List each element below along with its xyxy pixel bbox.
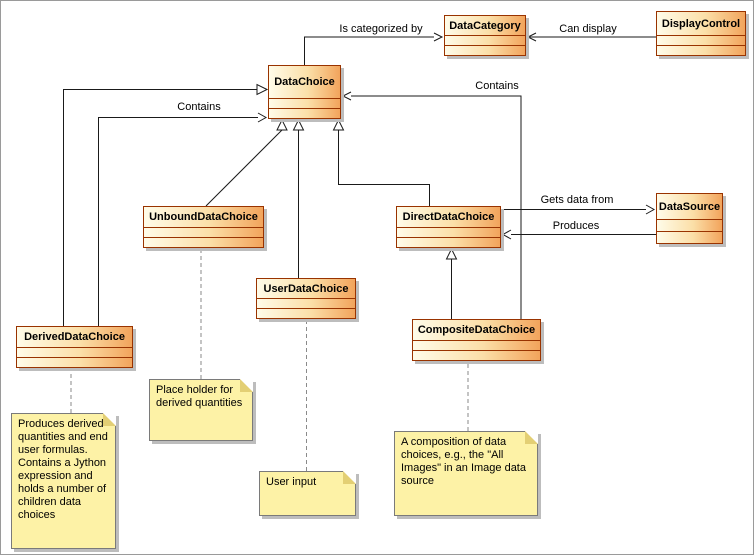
- arrow-open-produces: [501, 229, 512, 240]
- operations-compartment: [257, 308, 355, 318]
- class-datasource[interactable]: DataSource: [656, 193, 723, 244]
- class-title-datacategory: DataCategory: [449, 19, 521, 32]
- note-user-input[interactable]: User input: [259, 471, 356, 516]
- triangle-generalization-direct: [332, 118, 345, 131]
- class-title-datasource: DataSource: [658, 200, 721, 213]
- arrow-open-can-display: [526, 32, 537, 42]
- class-title-deriveddatachoice: DerivedDataChoice: [24, 331, 125, 343]
- note-placeholder-derived-quantities[interactable]: Place holder for derived quantities: [149, 379, 253, 441]
- edge-label-can-display: Can display: [559, 23, 617, 35]
- edge-label-produces: Produces: [552, 220, 600, 232]
- arrow-open-contains-top: [341, 91, 352, 101]
- attributes-compartment: [269, 98, 340, 108]
- operations-compartment: [269, 108, 340, 118]
- operations-compartment: [445, 45, 525, 55]
- operations-compartment: [17, 357, 132, 367]
- triangle-generalization-composite: [445, 247, 458, 260]
- class-displaycontrol[interactable]: DisplayControl: [656, 11, 746, 56]
- operations-compartment: [144, 237, 263, 247]
- arrow-open-is-categorized-by: [433, 32, 444, 42]
- attributes-compartment: [657, 35, 745, 45]
- class-directdatachoice[interactable]: DirectDataChoice: [396, 206, 501, 248]
- edge-is-categorized-by: [304, 36, 434, 65]
- attributes-compartment: [445, 35, 525, 45]
- note-derived-datachoice-description[interactable]: Produces derived quantities and end user…: [11, 413, 116, 549]
- edge-contains-left: [98, 117, 258, 326]
- attributes-compartment: [257, 298, 355, 308]
- operations-compartment: [657, 45, 745, 55]
- class-userdatachoice[interactable]: UserDataChoice: [256, 278, 356, 319]
- class-title-directdatachoice: DirectDataChoice: [402, 211, 495, 223]
- edge-label-is-categorized-by: Is categorized by: [339, 23, 423, 35]
- attributes-compartment: [397, 227, 500, 237]
- attributes-compartment: [413, 340, 540, 350]
- attributes-compartment: [657, 219, 722, 231]
- triangle-generalization-user: [292, 118, 305, 131]
- attributes-compartment: [17, 347, 132, 357]
- attributes-compartment: [144, 227, 263, 237]
- class-title-compositedatachoice: CompositeDataChoice: [417, 324, 536, 336]
- class-datacategory[interactable]: DataCategory: [444, 15, 526, 56]
- arrow-open-contains-left: [257, 112, 268, 123]
- class-title-datachoice: DataChoice: [274, 76, 335, 88]
- operations-compartment: [397, 237, 500, 247]
- class-title-userdatachoice: UserDataChoice: [263, 282, 349, 295]
- class-title-displaycontrol: DisplayControl: [661, 17, 741, 30]
- class-compositedatachoice[interactable]: CompositeDataChoice: [412, 319, 541, 361]
- note-composite-description[interactable]: A composition of data choices, e.g., the…: [394, 431, 538, 516]
- class-title-unbounddatachoice: UnboundDataChoice: [149, 211, 258, 223]
- edge-generalization-direct: [338, 130, 430, 206]
- edge-label-contains-left: Contains: [177, 101, 221, 113]
- operations-compartment: [413, 350, 540, 360]
- triangle-generalization-unbound: [276, 118, 288, 131]
- operations-compartment: [657, 231, 722, 243]
- class-deriveddatachoice[interactable]: DerivedDataChoice: [16, 326, 133, 368]
- edge-label-gets-data-from: Gets data from: [540, 194, 614, 206]
- class-datachoice[interactable]: DataChoice: [268, 65, 341, 119]
- arrow-open-gets-data-from: [645, 204, 656, 215]
- edge-contains-top: [351, 95, 522, 319]
- edge-label-contains-top: Contains: [475, 80, 519, 92]
- edge-generalization-derived: [63, 89, 257, 326]
- edge-generalization-unbound: [205, 129, 283, 207]
- triangle-generalization-derived: [256, 83, 269, 96]
- class-unbounddatachoice[interactable]: UnboundDataChoice: [143, 206, 264, 248]
